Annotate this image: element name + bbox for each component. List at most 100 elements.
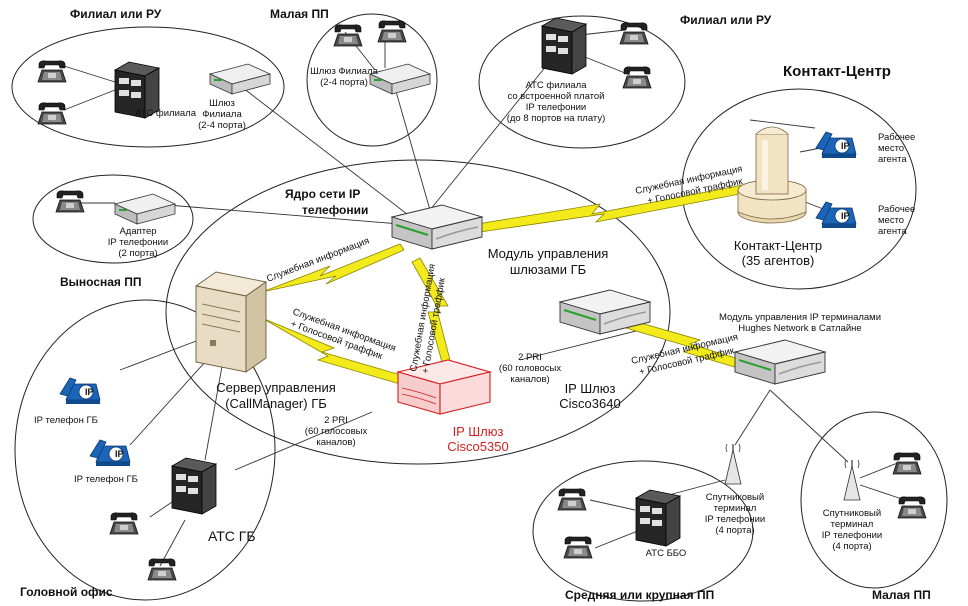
lightning-links [261, 183, 751, 385]
region-title-branch-tl: Филиал или РУ [70, 7, 162, 21]
label-gw-5350: Cisco5350 [447, 439, 508, 454]
label-ip-adapter: (2 порта) [118, 248, 157, 259]
pbx-icon [171, 457, 217, 515]
label-sat-2: Спутниковый [823, 508, 881, 519]
region-title-core-1: Ядро сети IP [285, 187, 360, 201]
region-head-office [14, 299, 276, 601]
phone-icon [557, 488, 587, 511]
label-gw-module: шлюзами ГБ [510, 262, 586, 277]
phone-icon [892, 452, 922, 475]
satellite-antenna-icon [724, 443, 742, 485]
gateway-icon [369, 63, 431, 95]
label-pri-2: каналов) [316, 437, 355, 448]
label-agent-ws-1: агента [878, 154, 907, 165]
contact-center-pillar-icon [737, 126, 807, 224]
region-title-remote-site: Выносная ПП [60, 275, 142, 289]
label-ip-phone-2: IP телефон ГБ [74, 474, 138, 485]
gateway-module-router-icon [391, 204, 483, 250]
label-agent-ws-1: место [878, 143, 904, 154]
label-sat-1: IP телефонии [705, 514, 765, 525]
label-pbx-branch-tr: со встроенной платой [508, 91, 605, 102]
label-sat-2: терминал [831, 519, 874, 530]
label-gw-module: Модуль управления [488, 246, 609, 261]
region-contact-center [681, 88, 917, 290]
region-title-contact-center: Контакт-Центр [783, 63, 891, 80]
phone-icon [377, 20, 407, 43]
pbx-icon [635, 489, 681, 547]
label-sat-2: IP телефонии [822, 530, 882, 541]
label-term-module: Модуль управления IP терминалами [719, 312, 881, 323]
phone-icon [37, 102, 67, 125]
label-pbx-bbo: АТС ББО [646, 548, 687, 559]
region-title-core-2: телефонии [302, 203, 368, 217]
region-title-head-office: Головной офис [20, 585, 113, 599]
label-gw-3640: IP Шлюз [565, 381, 616, 396]
ip-phone-icon [815, 201, 857, 229]
label-sat-1: Спутниковый [706, 492, 764, 503]
satellite-antenna-icon [843, 459, 861, 501]
phone-icon [619, 22, 649, 45]
label-callmanager: (CallManager) ГБ [225, 396, 327, 411]
label-gw-3640: Cisco3640 [559, 396, 620, 411]
label-agent-ws-2: агента [878, 226, 907, 237]
label-pbx-branch-tr: АТС филиала [526, 80, 588, 91]
pbx-icon [541, 17, 587, 75]
label-gw-branch-tl: (2-4 порта) [198, 120, 246, 131]
label-gw-branch-tl: Шлюз [209, 98, 235, 109]
gateway-icon [209, 63, 271, 95]
callmanager-server-icon [194, 271, 268, 373]
ip-badge: IP [841, 141, 850, 151]
label-gw-branch-top: (2-4 порта) [320, 77, 368, 88]
label-ip-adapter: Адаптер [119, 226, 156, 237]
label-pbx-branch-tr: IP телефонии [526, 102, 586, 113]
phone-icon [897, 496, 927, 519]
region-core [165, 159, 671, 465]
label-agent-ws-2: место [878, 215, 904, 226]
region-remote-site [32, 174, 194, 264]
label-contact-center: Контакт-Центр [734, 238, 822, 253]
label-pri-2: 2 PRI [324, 415, 348, 426]
cisco5350-gateway-icon [395, 359, 493, 415]
phone-icon [55, 190, 85, 213]
label-ip-phone-1: IP телефон ГБ [34, 415, 98, 426]
phone-icon [563, 536, 593, 559]
label-gw-branch-tl: Филиала [202, 109, 242, 120]
ip-badge: IP [85, 387, 94, 397]
label-term-module: Hughes Network в Сатлайне [738, 323, 861, 334]
phone-icon [37, 60, 67, 83]
label-agent-ws-2: Рабочее [878, 204, 915, 215]
label-gw-branch-top: Шлюз Филиала [310, 66, 379, 77]
label-pbx-hq: АТС ГБ [208, 528, 256, 544]
region-small-branch-top [306, 13, 438, 147]
label-sat-2: (4 порта) [832, 541, 871, 552]
label-ip-adapter: IP телефонии [108, 237, 168, 248]
lightning-service-callmanager-module [261, 243, 405, 293]
label-agent-ws-1: Рабочее [878, 132, 915, 143]
region-title-branch-tr: Филиал или РУ [680, 13, 772, 27]
region-branch-top-left [11, 26, 285, 148]
region-branch-top-right [478, 15, 686, 149]
phone-icon [333, 24, 363, 47]
region-medium-site [532, 460, 754, 602]
label-pri-2: (60 голосовых [305, 426, 368, 437]
phone-icon [622, 66, 652, 89]
label-gw-5350: IP Шлюз [453, 424, 504, 439]
ip-phone-icon [59, 377, 101, 405]
adapter-icon [114, 193, 176, 225]
region-title-small-site-br: Малая ПП [872, 588, 931, 602]
label-pri-1: (60 головосых [499, 363, 561, 374]
region-small-site-br [800, 411, 948, 589]
ip-badge: IP [841, 211, 850, 221]
label-callmanager: Сервер управления [216, 380, 336, 395]
phone-icon [147, 558, 177, 581]
phone-icon [109, 512, 139, 535]
label-contact-center: (35 агентов) [742, 253, 815, 268]
region-title-small-branch-top: Малая ПП [270, 7, 329, 21]
ip-badge: IP [115, 449, 124, 459]
label-pri-1: 2 PRI [518, 352, 542, 363]
label-sat-1: терминал [714, 503, 757, 514]
label-pbx-branch-tl: АТС филиала [135, 108, 197, 119]
label-sat-1: (4 порта) [715, 525, 754, 536]
